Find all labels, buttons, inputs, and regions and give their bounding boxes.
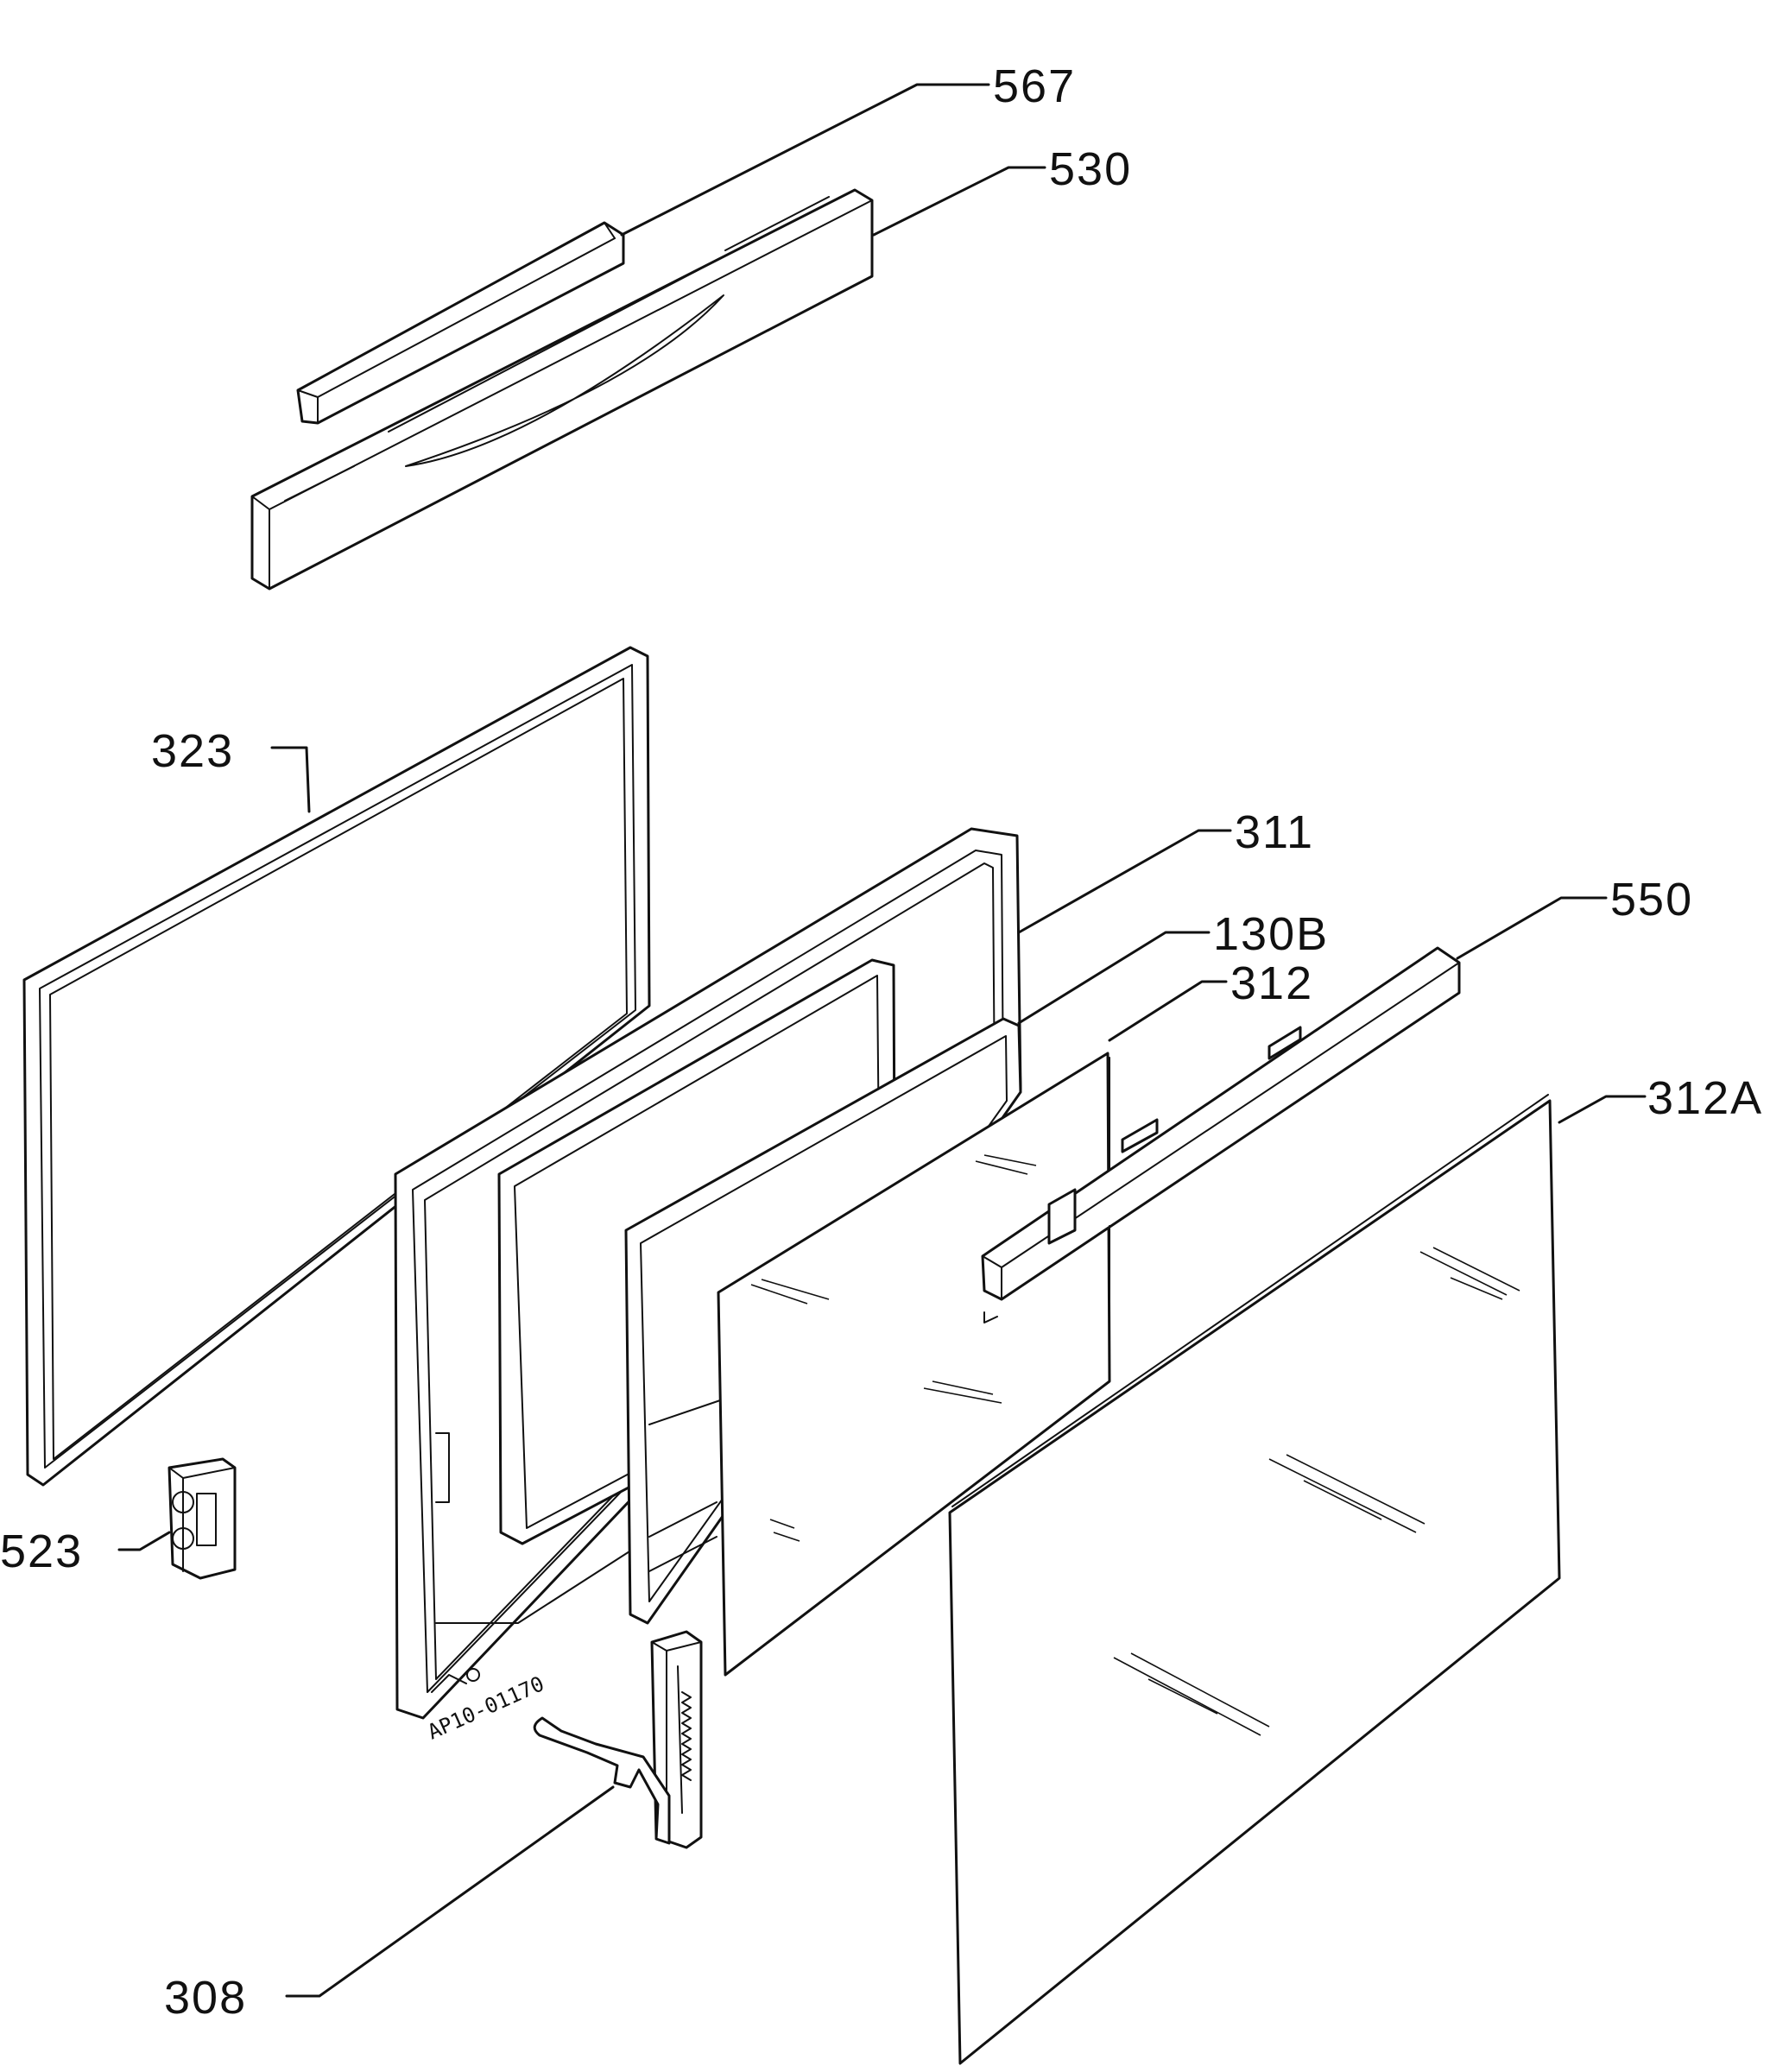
part-567-handle-rail[interactable] — [296, 221, 625, 425]
label-130b[interactable]: 130B — [1213, 908, 1329, 960]
label-312a[interactable]: 312A — [1647, 1072, 1763, 1124]
leader-lines — [117, 83, 1647, 1998]
label-312[interactable]: 312 — [1230, 957, 1313, 1009]
label-550[interactable]: 550 — [1610, 874, 1693, 925]
label-308[interactable]: 308 — [164, 1972, 247, 2024]
label-323[interactable]: 323 — [151, 725, 234, 777]
part-530-door-top-trim[interactable] — [250, 188, 874, 591]
label-523[interactable]: 523 — [0, 1526, 83, 1577]
part-312-middle-glass[interactable] — [717, 1052, 1111, 1677]
label-311[interactable]: 311 — [1235, 806, 1314, 858]
part-523-hinge-receiver[interactable] — [168, 1457, 237, 1580]
label-530[interactable]: 530 — [1049, 143, 1132, 195]
part-323-rear-door-seal[interactable] — [22, 646, 651, 1487]
part-550-glass-retainer-strip[interactable] — [981, 946, 1461, 1380]
label-567[interactable]: 567 — [993, 60, 1076, 112]
part-312a-front-glass[interactable] — [948, 1094, 1561, 2065]
part-308-door-hinge[interactable] — [533, 1630, 703, 1849]
part-labels: 567 530 323 311 130B 312 550 312A 523 30… — [0, 60, 1763, 2024]
